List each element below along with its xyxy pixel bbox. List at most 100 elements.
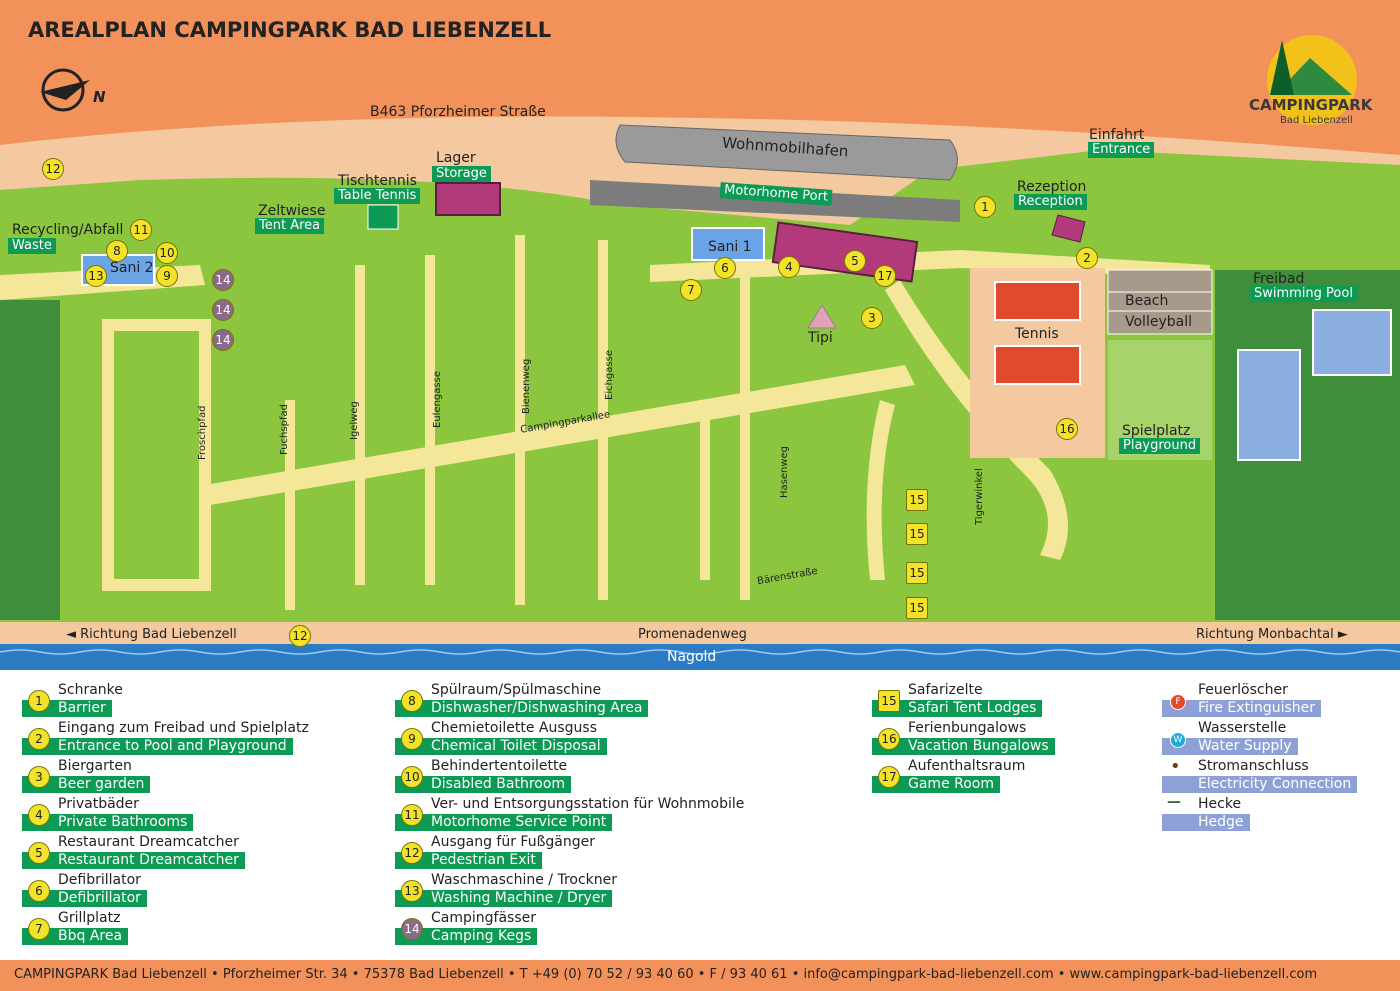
- legend-de: Defibrillator: [58, 872, 141, 888]
- legend-en: Electricity Connection: [1162, 776, 1358, 793]
- legend-de: Ausgang für Fußgänger: [431, 834, 596, 850]
- map-badge-11: 11: [130, 219, 152, 241]
- legend-badge: 5: [28, 842, 50, 864]
- legend-en: Beer garden: [22, 776, 151, 793]
- legend-badge: 7: [28, 918, 50, 940]
- map-badge-8: 8: [106, 240, 128, 262]
- lager-label: Lager: [436, 150, 476, 166]
- legend-en: Washing Machine / Dryer: [395, 890, 613, 907]
- footer-contact: CAMPINGPARK Bad Liebenzell • Pforzheimer…: [14, 967, 1318, 982]
- legend-de: Chemietoilette Ausguss: [431, 720, 597, 736]
- map-title: AREALPLAN CAMPINGPARK BAD LIEBENZELL: [28, 18, 552, 42]
- path-froschpfad: Froschpfad: [197, 405, 208, 460]
- legend-de: Ver- und Entsorgungsstation für Wohnmobi…: [431, 796, 745, 812]
- legend-de: Restaurant Dreamcatcher: [58, 834, 239, 850]
- path-hasenweg: Hasenweg: [779, 445, 790, 498]
- legend-badge: 12: [401, 842, 423, 864]
- legend-en: Motorhome Service Point: [395, 814, 613, 831]
- tischtennis-label: Tischtennis: [338, 173, 417, 189]
- map-safari-15: 15: [906, 562, 928, 584]
- legend-de: Behindertentoilette: [431, 758, 568, 774]
- legend-badge: 8: [401, 690, 423, 712]
- reception-label: Reception: [1014, 194, 1087, 211]
- logo-sub: Bad Liebenzell: [1280, 115, 1353, 126]
- tennis-label: Tennis: [1015, 326, 1059, 342]
- legend-en: Dishwasher/Dishwashing Area: [395, 700, 649, 717]
- path-fuchspfad: Fuchspfad: [279, 404, 290, 455]
- legend-en: Fire Extinguisher: [1162, 700, 1322, 717]
- water-supply-icon: W: [1170, 732, 1186, 748]
- legend-en: Game Room: [872, 776, 1000, 793]
- zeltwiese-label: Zeltwiese: [258, 203, 326, 219]
- map-badge-4: 4: [778, 256, 800, 278]
- recycling-label: Recycling/Abfall: [12, 222, 124, 238]
- hedge-line-icon: —: [1167, 794, 1181, 810]
- footer: CAMPINGPARK Bad Liebenzell • Pforzheimer…: [0, 960, 1400, 991]
- legend-badge: 9: [401, 728, 423, 750]
- beach-label: Beach: [1125, 293, 1169, 309]
- road-b463: B463 Pforzheimer Straße: [370, 104, 546, 120]
- legend-de: Stromanschluss: [1198, 758, 1309, 774]
- legend-de: Campingfässer: [431, 910, 536, 926]
- map-badge-6: 6: [714, 257, 736, 279]
- path-tigerwinkel: Tigerwinkel: [974, 468, 985, 525]
- map-safari-15: 15: [906, 523, 928, 545]
- legend-en: Disabled Bathroom: [395, 776, 572, 793]
- fire-extinguisher-icon: F: [1170, 694, 1186, 710]
- legend-badge: 1: [28, 690, 50, 712]
- legend-en: Entrance to Pool and Playground: [22, 738, 293, 755]
- path-eichgasse: Eichgasse: [604, 350, 615, 400]
- legend-item: 11 Ver- und Entsorgungsstation für Wohnmo…: [373, 794, 803, 831]
- legend-de: Aufenthaltsraum: [908, 758, 1026, 774]
- promenadenweg-label: Promenadenweg: [638, 627, 747, 642]
- legend-badge: 2: [28, 728, 50, 750]
- path-eulengasse: Eulengasse: [432, 371, 443, 428]
- map-badge-10: 10: [156, 242, 178, 264]
- compass-north-label: N: [93, 88, 106, 106]
- river-nagold-label: Nagold: [667, 649, 717, 665]
- legend-safari-icon: 15: [878, 690, 900, 712]
- spielplatz-label: Spielplatz: [1122, 423, 1191, 439]
- sani2-label: Sani 2: [110, 260, 154, 276]
- map-badge-2: 2: [1076, 247, 1098, 269]
- legend-en: Defibrillator: [22, 890, 147, 907]
- playground-label: Playground: [1119, 438, 1201, 455]
- legend-badge: 10: [401, 766, 423, 788]
- direction-bad-liebenzell: ◄ Richtung Bad Liebenzell: [66, 627, 237, 642]
- path-bienenweg: Bienenweg: [521, 358, 532, 414]
- volleyball-label: Volleyball: [1125, 314, 1192, 330]
- legend-badge: 11: [401, 804, 423, 826]
- legend-badge: 16: [878, 728, 900, 750]
- storage-label: Storage: [432, 166, 491, 183]
- map-badge-17: 17: [874, 265, 896, 287]
- map-keg-14: 14: [212, 329, 234, 351]
- map-graphics: [0, 0, 1400, 670]
- direction-monbachtal: Richtung Monbachtal ►: [1196, 627, 1348, 642]
- legend-de: Wasserstelle: [1198, 720, 1287, 736]
- map-badge-12-exit: 12: [289, 625, 311, 647]
- legend-de: Grillplatz: [58, 910, 121, 926]
- legend-en: Restaurant Dreamcatcher: [22, 852, 245, 869]
- rezeption-label: Rezeption: [1017, 179, 1087, 195]
- map-badge-16: 16: [1056, 418, 1078, 440]
- logo-name: CAMPINGPARK: [1249, 96, 1373, 114]
- electricity-dot-icon: •: [1170, 756, 1181, 777]
- legend-de: Schranke: [58, 682, 123, 698]
- campground-map: AREALPLAN CAMPINGPARK BAD LIEBENZELL N C…: [0, 0, 1400, 670]
- entrance-label: Entrance: [1088, 142, 1155, 159]
